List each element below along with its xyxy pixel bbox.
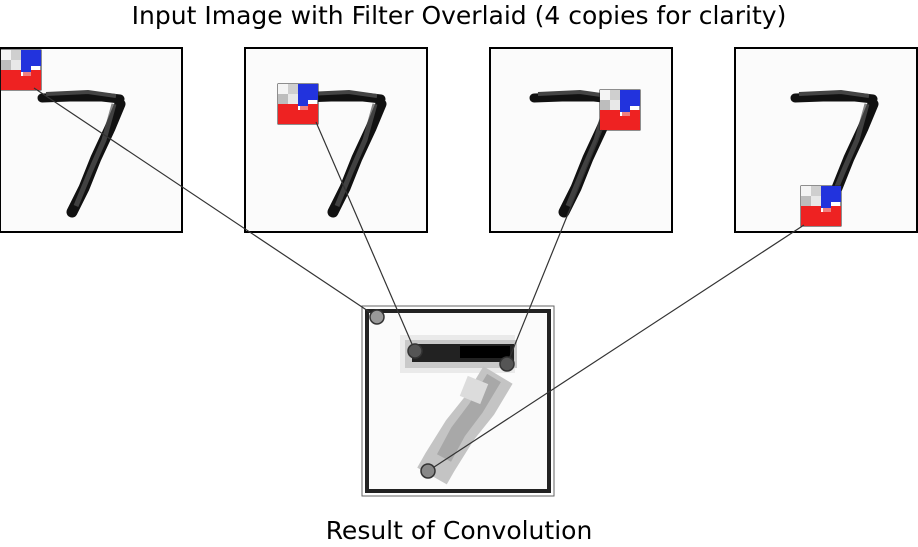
result-panel [361,305,555,497]
connector-line [315,121,416,352]
filter-overlay [0,49,42,91]
connector-line [33,87,378,318]
filter-overlay [599,89,641,131]
figure-title: Input Image with Filter Overlaid (4 copi… [131,1,787,30]
input-panel-1 [0,47,183,233]
result-marker [420,463,436,479]
result-marker [499,356,515,372]
result-marker [369,309,385,325]
input-panel-4 [734,47,918,233]
result-marker [407,343,423,359]
result-markers [369,309,515,479]
input-panel-3 [489,47,673,233]
filter-overlay [800,185,842,227]
connector-line [506,129,603,365]
connector-line [427,224,805,472]
result-caption: Result of Convolution [325,516,593,545]
connector-lines [33,87,805,472]
filter-overlay [277,83,319,125]
input-panel-2 [244,47,428,233]
